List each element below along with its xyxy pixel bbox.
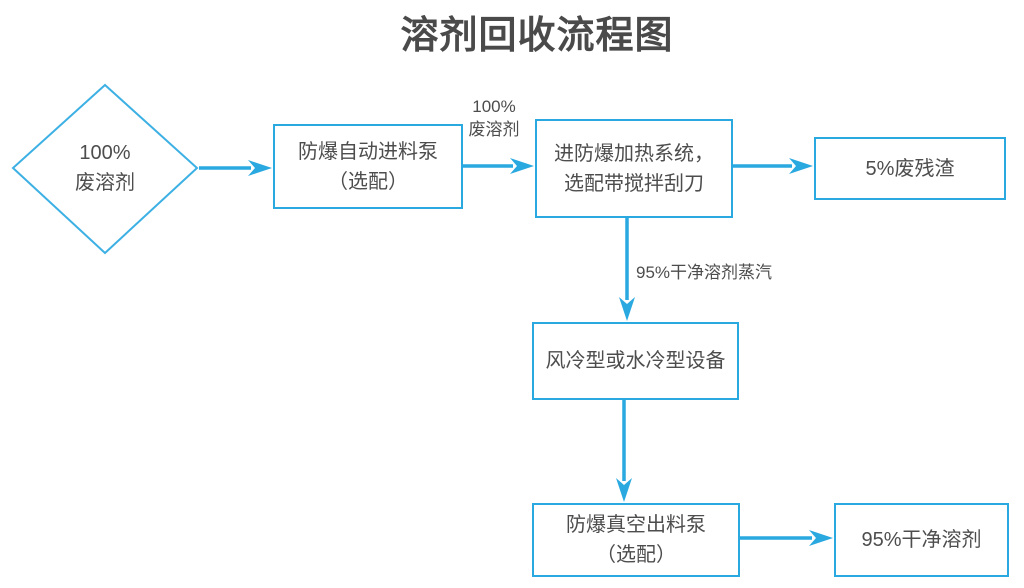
- node-discharge-pump: 防爆真空出料泵 （选配）: [532, 503, 740, 577]
- node-feed-pump: 防爆自动进料泵 （选配）: [273, 124, 463, 209]
- node-waste-solvent: 100% 废溶剂: [75, 142, 135, 194]
- node-cooling-device: 风冷型或水冷型设备: [532, 322, 739, 400]
- diamond-shape-waste-solvent: [11, 83, 199, 255]
- edge-label-100-waste-solvent: 100% 废溶剂: [468, 97, 520, 139]
- node-waste-residue: 5%废残渣: [814, 137, 1006, 200]
- edge-label-95-clean-solvent-vapor: 95%干净溶剂蒸汽: [636, 263, 773, 282]
- node-clean-solvent: 95%干净溶剂: [834, 503, 1009, 577]
- diagram-title: 溶剂回收流程图: [400, 15, 674, 57]
- node-heating-system: 进防爆加热系统， 选配带搅拌刮刀: [535, 119, 733, 218]
